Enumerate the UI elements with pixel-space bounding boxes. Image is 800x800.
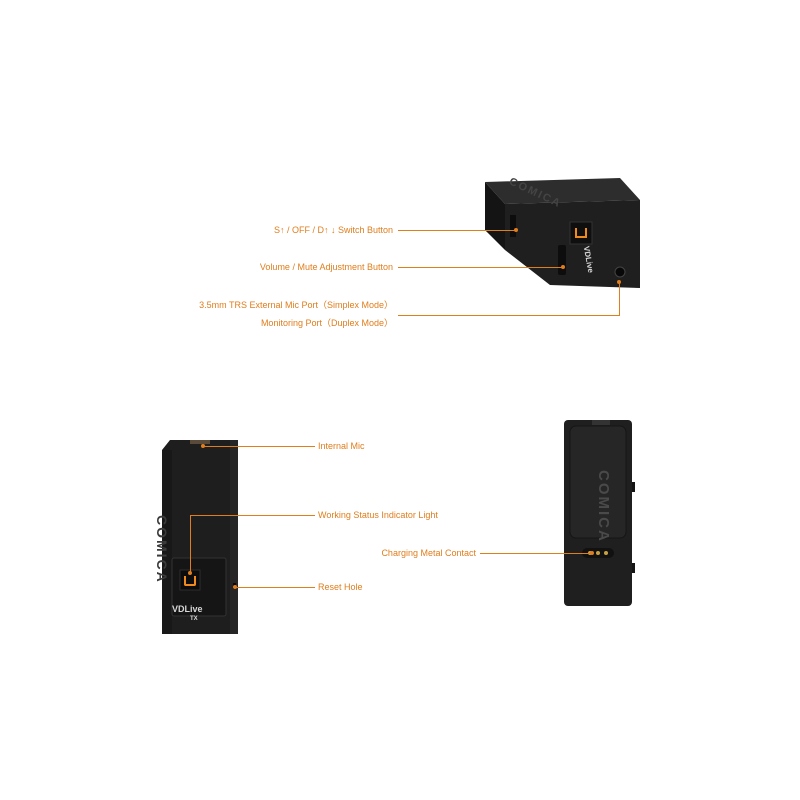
model-suffix-front: TX [190,616,198,622]
callout-line-internal-mic [203,446,315,447]
callout-dot-port [617,280,621,284]
model-text-front: VDLive [172,604,203,614]
brand-text-front: COMICA [154,515,170,584]
callout-status-light: Working Status Indicator Light [318,510,438,520]
callout-dot-charging [590,551,594,555]
callout-volume-button: Volume / Mute Adjustment Button [259,262,393,272]
callout-line-status-h [190,515,315,516]
device-back-view [564,420,635,606]
callout-line-reset [235,587,315,588]
callout-line-port-h [398,315,620,316]
device-side-view [485,178,640,288]
callout-dot-volume [561,265,565,269]
callout-dot-reset [233,585,237,589]
logo-mark-icon [184,576,196,586]
callout-monitoring-port: Monitoring Port（Duplex Mode） [260,318,393,328]
callout-dot-internal-mic [201,444,205,448]
callout-reset-hole: Reset Hole [318,582,363,592]
callout-line-charging [480,553,592,554]
callout-dot-switch [514,228,518,232]
callout-line-volume [398,267,563,268]
device-front-view [162,440,238,634]
callout-line-status-v [190,515,191,573]
callout-dot-status [188,571,192,575]
callout-line-switch [398,230,516,231]
callout-internal-mic: Internal Mic [318,441,365,451]
callout-mic-port: 3.5mm TRS External Mic Port（Simplex Mode… [199,300,393,310]
brand-text-back: COMICA [595,470,612,543]
callout-line-port-v [619,282,620,316]
callout-charging-contact: Charging Metal Contact [381,548,476,558]
callout-switch-button: S↑ / OFF / D↑ ↓ Switch Button [273,225,393,235]
